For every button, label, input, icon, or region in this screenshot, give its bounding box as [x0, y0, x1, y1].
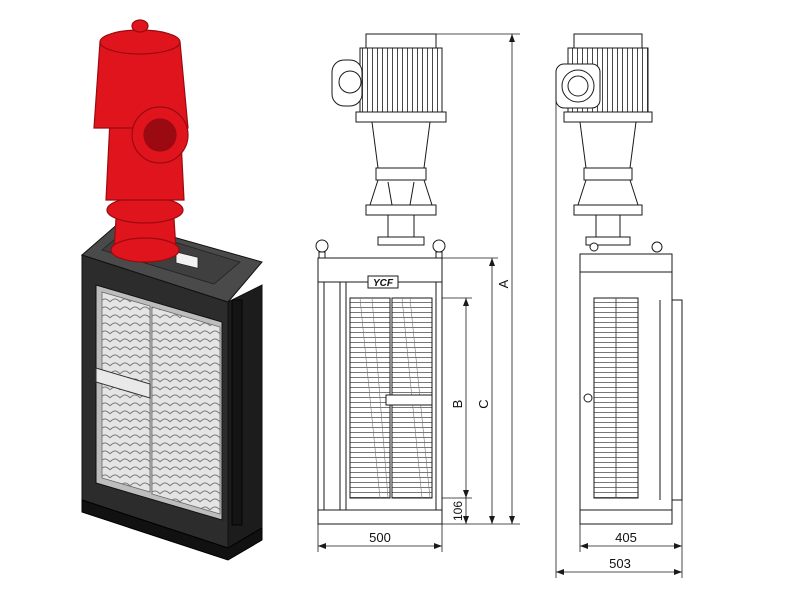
side-shaft: [595, 214, 621, 238]
motor-top-cap: [99, 29, 181, 55]
iso-view: [81, 19, 263, 561]
dim-500-label: 500: [369, 530, 391, 545]
side-lifting-eye-left: [589, 242, 599, 252]
front-support-column: [369, 179, 433, 206]
front-housing-right-rail: [435, 281, 443, 511]
front-motor-top: [365, 33, 437, 49]
front-coupling-plate: [377, 236, 425, 246]
dim-106-label: 106: [451, 501, 465, 521]
dim-c-label: C: [476, 399, 491, 408]
front-housing-left-rail: [317, 281, 347, 511]
front-gearbox-band: [375, 167, 427, 181]
front-center-bracket: [385, 394, 433, 406]
side-base-flange: [573, 204, 643, 216]
dim-a-label: A: [496, 279, 511, 288]
front-shaft: [387, 214, 415, 238]
center-bracket: [95, 367, 151, 399]
housing-base: [81, 499, 263, 561]
dim-405-label: 405: [615, 530, 637, 545]
nameplate: [175, 251, 199, 269]
side-view: [555, 33, 683, 525]
side-housing-bottom: [579, 509, 673, 525]
cutter-stack-right: [151, 306, 221, 515]
side-motor-flange: [563, 111, 653, 123]
logo-plate: [367, 275, 399, 289]
front-lifting-eye-right: [432, 239, 446, 253]
cutter-stack-left: [101, 291, 151, 493]
front-view: [315, 33, 447, 525]
dim-b-label: B: [450, 400, 465, 409]
side-support-column: [577, 179, 639, 206]
bottom-flange: [110, 237, 180, 263]
dim-503-label: 503: [609, 556, 631, 571]
front-support-ribs: [387, 181, 415, 206]
side-housing-lid: [579, 253, 673, 273]
side-flange-plate: [671, 299, 683, 501]
logo-text: YCF: [373, 278, 394, 289]
side-flange-inner: [143, 118, 177, 152]
front-motor-flange: [355, 111, 447, 123]
dimension-lines: [317, 33, 683, 578]
side-lifting-eye-right: [651, 241, 663, 253]
front-terminal-port: [338, 70, 362, 94]
front-housing-bottom: [317, 509, 443, 525]
side-gearbox: [579, 121, 637, 169]
front-motor-body: [359, 47, 443, 113]
mid-flange: [106, 196, 184, 224]
dimension-arrows: [318, 34, 682, 575]
motor-assembly-3d: [93, 19, 189, 263]
side-flange: [231, 299, 243, 526]
front-gearbox: [371, 121, 431, 169]
front-lifting-eye-left: [315, 239, 329, 253]
front-base-flange: [365, 204, 437, 216]
side-motor-top: [573, 33, 643, 49]
lifting-eye-top: [131, 19, 149, 33]
